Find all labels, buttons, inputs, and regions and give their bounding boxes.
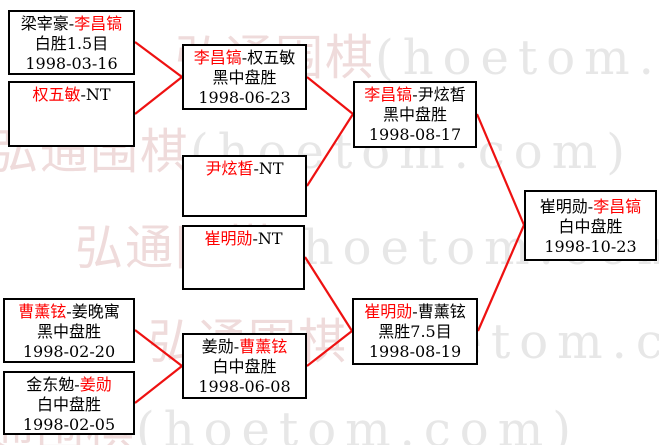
match-result: 白中盘胜 [558,217,623,236]
player-name: -姜晚寓 [66,302,120,321]
match-sf-1: 李昌镐-尹炫皙 黑中盘胜 1998-08-17 [353,81,477,148]
match-players: 崔明勋-曹薰铉 [354,302,476,322]
winner-name: 李昌镐 [74,14,123,33]
match-r2-1: 李昌镐-权五敏 黑中盘胜 1998-06-23 [182,44,307,110]
player-name: -NT [253,159,284,178]
match-result: 黑中盘胜 [212,68,277,87]
player-name: 金东勉- [26,375,80,394]
watermark-latin-text: (hoetom.com) [136,402,580,445]
winner-name: 李昌镐 [193,48,242,67]
match-date: 1998-02-05 [22,415,116,434]
player-name: 姜勋- [201,337,240,356]
winner-name: 尹炫皙 [205,159,254,178]
winner-name: 曹薰铉 [239,337,288,356]
match-players: 姜勋-曹薰铉 [184,337,305,357]
match-date: 1998-08-17 [368,125,462,144]
match-result: 黑中盘胜 [36,322,101,341]
watermark-row: 弘通围棋(hoetom.com) [175,18,659,88]
match-players: 李昌镐-权五敏 [184,48,305,68]
match-r1-3: 曹薰铉-姜晚寓 黑中盘胜 1998-02-20 [3,298,135,363]
match-result: 白胜1.5目 [34,34,109,53]
player-name: -曹薰铉 [412,302,466,321]
match-r2-4: 姜勋-曹薰铉 白中盘胜 1998-06-08 [182,333,307,399]
match-date: 1998-06-23 [198,88,291,107]
player-name: -NT [80,85,111,104]
winner-name: 曹薰铉 [18,302,67,321]
player-name: -权五敏 [241,48,296,67]
match-date: 1998-06-08 [198,377,291,396]
match-players: 权五敏-NT [10,85,133,105]
winner-name: 李昌镐 [364,85,413,104]
player-name: -尹炫皙 [412,85,466,104]
player-name: -NT [252,229,283,248]
match-result: 白中盘胜 [36,395,101,414]
watermark-latin-text: (hoetom.com) [375,30,659,86]
match-date: 1998-03-16 [25,54,118,73]
match-players: 梁宰豪-李昌镐 [10,14,133,34]
match-r1-2: 权五敏-NT [8,81,135,147]
match-players: 曹薰铉-姜晚寓 [5,302,133,322]
winner-name: 崔明勋 [364,302,413,321]
match-final: 崔明勋-李昌镐 白中盘胜 1998-10-23 [524,190,657,261]
player-name: 崔明勋- [539,197,594,216]
match-r1-1: 梁宰豪-李昌镐 白胜1.5目 1998-03-16 [8,10,135,75]
match-players: 李昌镐-尹炫皙 [355,85,475,105]
match-r2-2-bye: 尹炫皙-NT [182,155,307,217]
match-date: 1998-08-19 [368,342,462,361]
match-r1-4: 金东勉-姜勋 白中盘胜 1998-02-05 [3,371,135,435]
player-name: 梁宰豪- [20,14,75,33]
winner-name: 李昌镐 [593,197,642,216]
match-sf-2: 崔明勋-曹薰铉 黑胜7.5目 1998-08-19 [352,298,478,365]
match-players: 金东勉-姜勋 [5,375,133,395]
match-date: 1998-02-20 [22,342,116,361]
match-players: 尹炫皙-NT [184,159,305,179]
match-r2-3-bye: 崔明勋-NT [182,225,305,290]
match-players: 崔明勋-NT [184,229,303,249]
match-result: 黑中盘胜 [382,105,447,124]
winner-name: 崔明勋 [204,229,253,248]
match-date: 1998-10-23 [544,237,637,256]
winner-name: 权五敏 [32,85,81,104]
winner-name: 姜勋 [79,375,112,394]
match-result: 白中盘胜 [212,357,277,376]
match-result: 黑胜7.5目 [378,322,452,341]
match-players: 崔明勋-李昌镐 [526,197,655,217]
